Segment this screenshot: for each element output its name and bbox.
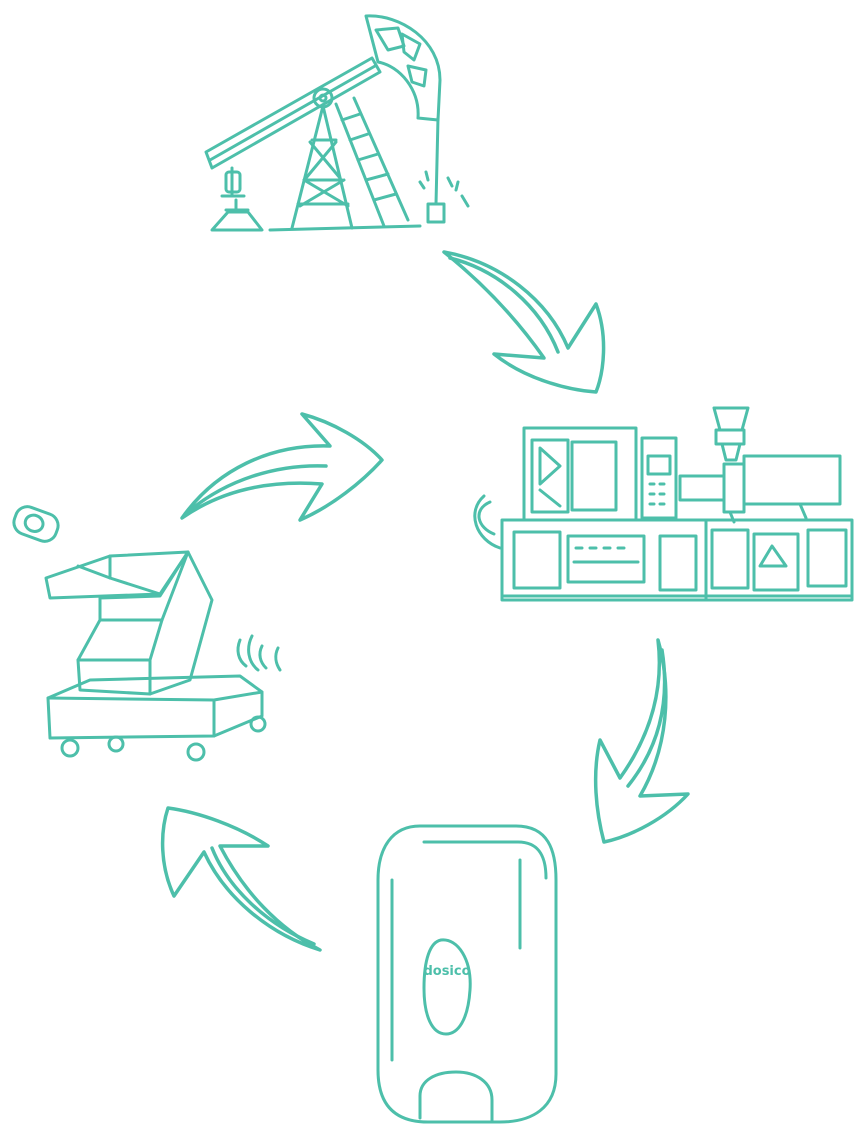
injection-molding-machine-icon — [475, 408, 852, 600]
cycle-arrow-4 — [182, 414, 382, 520]
cycle-arrow-1 — [444, 252, 604, 392]
dispenser-brand-label: dosico — [423, 964, 470, 979]
cycle-arrow-3 — [163, 808, 320, 950]
plastic-shredder-icon — [11, 503, 280, 760]
oil-pumpjack-icon — [206, 16, 468, 230]
cycle-arrow-2 — [596, 640, 688, 842]
